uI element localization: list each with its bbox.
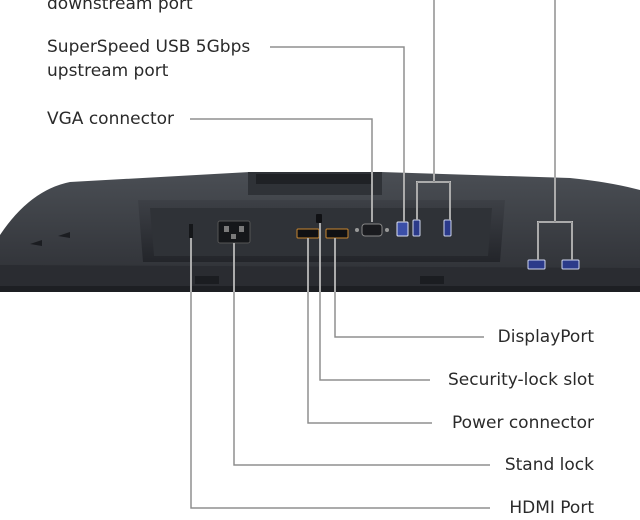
usb-upstream-port (396, 221, 409, 237)
security-lock-slot (316, 214, 322, 223)
power-connector-port (217, 220, 251, 244)
stand-lock-slot (189, 224, 193, 238)
label-displayport: DisplayPort (497, 327, 594, 347)
displayport-port (325, 228, 349, 239)
hdmi-port (296, 228, 320, 239)
vga-port (361, 223, 383, 237)
label-usb-upstream-line2: upstream port (47, 61, 169, 81)
label-power-connector: Power connector (452, 413, 594, 433)
label-hdmi-port: HDMI Port (509, 498, 594, 518)
usb-downstream-port-2 (443, 219, 452, 237)
usb-side-port-1 (527, 259, 546, 270)
label-security-lock-slot: Security-lock slot (447, 370, 594, 390)
label-stand-lock: Stand lock (504, 455, 594, 475)
port-cluster (189, 214, 580, 270)
label-usb-upstream-line1: SuperSpeed USB 5Gbps (47, 37, 251, 57)
label-downstream-port: downstream port (47, 0, 193, 14)
label-vga-connector: VGA connector (47, 109, 174, 129)
usb-side-port-2 (561, 259, 580, 270)
usb-downstream-port-1 (412, 219, 421, 237)
